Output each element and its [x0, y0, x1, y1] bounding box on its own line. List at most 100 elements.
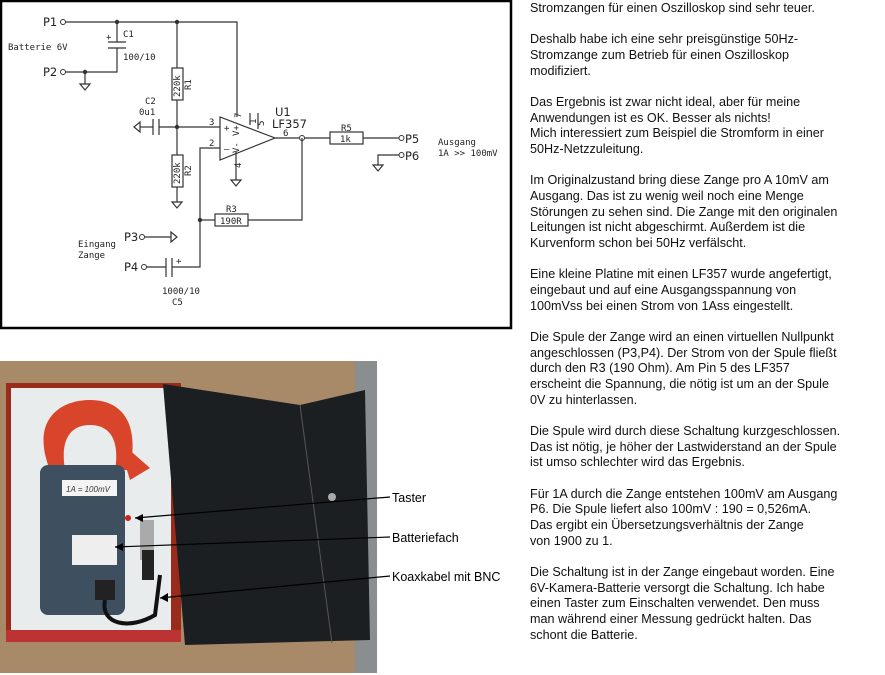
- paragraph-line: schont die Batterie.: [530, 627, 638, 642]
- paragraph-line: Für 1A durch die Zange entstehen 100mV a…: [530, 486, 838, 501]
- ground-icon: [371, 164, 385, 172]
- paragraph-line: eingebaut und auf eine Ausgangsspannung …: [530, 283, 797, 298]
- input-label-2: Zange: [78, 251, 105, 261]
- article-text: Stromzangen für einen Oszilloskop sind s…: [530, 1, 885, 659]
- terminal-p5: [398, 135, 405, 141]
- opamp-vminus: V-: [232, 142, 242, 153]
- r1-value: 220k: [173, 75, 183, 97]
- paragraph-line: von 1900 zu 1.: [530, 533, 613, 548]
- output-ratio-label: 1A >> 100mV: [438, 149, 498, 159]
- r5-name: R5: [341, 124, 352, 134]
- ground-icon: [133, 120, 141, 134]
- paragraph-line: durch den R3 (190 Ohm). Am Pin 5 des LF3…: [530, 361, 790, 376]
- paragraph-line: Ausgang. Das ist zu wenig weil noch eine…: [530, 189, 804, 204]
- r5-value: 1k: [340, 135, 351, 145]
- callout-taster: Taster: [392, 491, 426, 505]
- label-p6: P6: [405, 149, 419, 163]
- ground-icon: [170, 230, 178, 244]
- clamp-sticker: 1A = 100mV: [66, 485, 111, 494]
- paragraph: Deshalb habe ich eine sehr preisgünstige…: [530, 32, 885, 79]
- opamp-u1: [219, 116, 277, 161]
- figure-area: P1 Batterie 6V + C1 100/10 P2 220k R1 22…: [0, 0, 513, 673]
- c5-plus: +: [176, 257, 182, 267]
- paragraph-line: P6. Die Spule liefert also 100mV : 190 =…: [530, 502, 812, 517]
- pin-4: 4: [234, 163, 244, 168]
- input-label: Eingang: [78, 240, 116, 250]
- pin-2: 2: [209, 139, 214, 149]
- photo-current-clamp: 1A = 100mV Taster Batteriefach Koaxkabel…: [0, 361, 500, 673]
- label-p1: P1: [43, 15, 57, 29]
- circuit-schematic: P1 Batterie 6V + C1 100/10 P2 220k R1 22…: [0, 0, 513, 330]
- paragraph-line: Leitungen ist nicht abgeschirmt. Außerde…: [530, 220, 806, 235]
- paragraph-line: Störungen zu sehen sind. Die Zange mit d…: [530, 204, 838, 219]
- paragraph-line: Das ergibt ein Übersetzungsverhältnis de…: [530, 518, 804, 533]
- paragraph-line: Das Ergebnis ist zwar nicht ideal, aber …: [530, 95, 801, 109]
- ground-icon: [78, 83, 92, 91]
- paragraph-line: Die Spule der Zange wird an einen virtue…: [530, 330, 834, 345]
- paragraph-line: Kurvenform schon bei 50Hz verfälscht.: [530, 236, 747, 251]
- paragraph: Eine kleine Platine mit einen LF357 wurd…: [530, 267, 885, 314]
- paragraph: Stromzangen für einen Oszilloskop sind s…: [530, 1, 885, 17]
- r2-name: R2: [184, 165, 194, 176]
- terminal-p1: [60, 19, 66, 25]
- paragraph: Die Spule wird durch diese Schaltung kur…: [530, 424, 885, 471]
- c5-name: C5: [172, 298, 183, 308]
- c1-name: C1: [123, 30, 134, 40]
- paragraph-line: 100mVss bei einen Strom von 1Ass eingest…: [530, 298, 794, 313]
- r3-value: 190R: [220, 217, 242, 227]
- label-p4: P4: [124, 260, 138, 274]
- pin-1: 1: [249, 119, 259, 124]
- paragraph-line: Das ist nötig, je höher der Lastwidersta…: [530, 439, 837, 454]
- paragraph: Für 1A durch die Zange entstehen 100mV a…: [530, 487, 885, 550]
- opamp-minus: –: [224, 145, 230, 155]
- schematic-frame: [0, 0, 513, 330]
- r1-name: R1: [184, 79, 194, 90]
- c1-plus: +: [106, 33, 112, 43]
- paragraph: Im Originalzustand bring diese Zange pro…: [530, 173, 885, 251]
- label-p2: P2: [43, 65, 57, 79]
- ground-icon: [170, 201, 184, 209]
- paragraph-line: einen Taster zum Einschalten verwendet. …: [530, 596, 820, 611]
- c2-value: 0u1: [139, 108, 155, 118]
- u1-type: LF357: [272, 117, 307, 131]
- opamp-vplus: V+: [232, 125, 242, 136]
- paragraph: Die Spule der Zange wird an einen virtue…: [530, 330, 885, 408]
- paragraph-line: Stromzange zum Betrieb für einen Oszillo…: [530, 48, 789, 62]
- paragraph-line: man während einer Messung gedrückt halte…: [530, 612, 812, 627]
- paragraph-line: 0V zu hinterlassen.: [530, 392, 638, 407]
- r2-value: 220k: [173, 162, 183, 184]
- paragraph-line: Die Spule wird durch diese Schaltung kur…: [530, 424, 841, 439]
- paragraph-line: modifiziert.: [530, 63, 591, 78]
- label-p3: P3: [124, 230, 138, 244]
- paragraph-line: 50Hz-Netzzuleitung.: [530, 142, 644, 157]
- output-label: Ausgang: [438, 138, 476, 148]
- pin-3: 3: [209, 118, 214, 128]
- callout-koaxkabel: Koaxkabel mit BNC: [392, 570, 500, 584]
- paragraph-line: Stromzangen für einen Oszilloskop sind s…: [530, 1, 815, 15]
- c1-value: 100/10: [123, 53, 156, 63]
- c5-value: 1000/10: [162, 287, 200, 297]
- paragraph-line: Anwendungen ist es OK. Besser als nichts…: [530, 110, 771, 125]
- paragraph-line: ist umso schlechter wird das Ergebnis.: [530, 455, 745, 470]
- wire-p1: [65, 21, 238, 117]
- terminal-p2: [60, 69, 66, 75]
- paragraph-line: Im Originalzustand bring diese Zange pro…: [530, 173, 829, 188]
- battery-label: Batterie 6V: [8, 43, 68, 53]
- terminal-p4: [141, 264, 147, 270]
- paragraph-line: 6V-Kamera-Batterie versorgt die Schaltun…: [530, 580, 825, 595]
- paragraph: Das Ergebnis ist zwar nicht ideal, aber …: [530, 95, 885, 158]
- r3-name: R3: [226, 205, 237, 215]
- pin-5: 5: [257, 121, 267, 126]
- terminal-p3: [139, 234, 145, 240]
- callout-batteriefach: Batteriefach: [392, 531, 459, 545]
- paragraph-line: erscheint die Spannung, die nötig ist um…: [530, 377, 829, 392]
- paragraph-line: angeschlossen (P3,P4). Der Strom von der…: [530, 345, 837, 360]
- label-p5: P5: [405, 132, 419, 146]
- u1-name: U1: [275, 105, 291, 119]
- pin-6: 6: [283, 129, 288, 139]
- paragraph: Die Schaltung ist in der Zange eingebaut…: [530, 565, 885, 643]
- paragraph-line: Die Schaltung ist in der Zange eingebaut…: [530, 565, 835, 580]
- paragraph-line: Eine kleine Platine mit einen LF357 wurd…: [530, 267, 832, 282]
- paragraph-line: Deshalb habe ich eine sehr preisgünstige…: [530, 32, 799, 47]
- terminal-p6: [398, 152, 405, 158]
